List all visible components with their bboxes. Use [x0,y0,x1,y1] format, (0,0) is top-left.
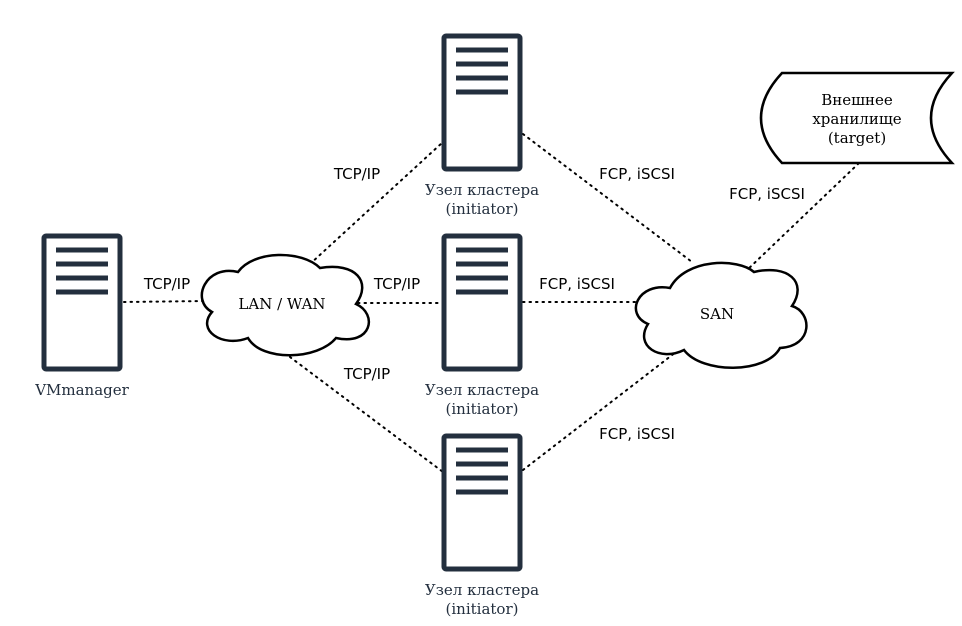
link-cluster-top-san [522,133,693,263]
cluster-node-bot-label: Узел кластера [425,581,539,599]
cluster-node-bot-server-icon[interactable] [444,436,520,569]
cluster-node-mid-label: Узел кластера [425,381,539,399]
link-label-lan-top: TCP/IP [333,165,380,183]
link-label-lan-mid: TCP/IP [373,275,420,293]
external-storage-icon[interactable] [759,71,955,165]
cluster-node-top-label: Узел кластера [425,181,539,199]
cluster-node-mid-server-icon[interactable] [444,236,520,369]
link-label-vm-lan: TCP/IP [143,275,190,293]
link-cluster-bot-san [522,351,677,471]
lan-wan-label: LAN / WAN [238,295,325,313]
link-vm-lan [123,300,207,303]
link-label-bot-san: FCP, iSCSI [599,425,675,443]
cluster-node-top-role: (initiator) [446,200,519,218]
storage-label-line1: Внешнее [821,91,893,109]
san-cloud-icon[interactable] [634,261,808,369]
cluster-node-bot-role: (initiator) [446,600,519,618]
link-label-top-san: FCP, iSCSI [599,165,675,183]
link-lan-cluster-top [309,141,444,265]
vmmanager-label: VMmanager [34,381,129,399]
storage-label-line2: хранилище [812,110,901,128]
link-label-mid-san: FCP, iSCSI [539,275,615,293]
link-label-san-storage: FCP, iSCSI [729,185,805,203]
san-label: SAN [700,305,734,323]
cluster-node-top-server-icon[interactable] [444,36,520,169]
link-label-lan-bot: TCP/IP [343,365,390,383]
lan-wan-cloud-icon[interactable] [200,253,371,357]
link-san-storage [744,163,859,273]
cluster-node-mid-role: (initiator) [446,400,519,418]
vmmanager-server-icon[interactable] [44,236,120,369]
storage-label-line3: (target) [828,129,886,147]
link-lan-cluster-bot [289,356,444,473]
